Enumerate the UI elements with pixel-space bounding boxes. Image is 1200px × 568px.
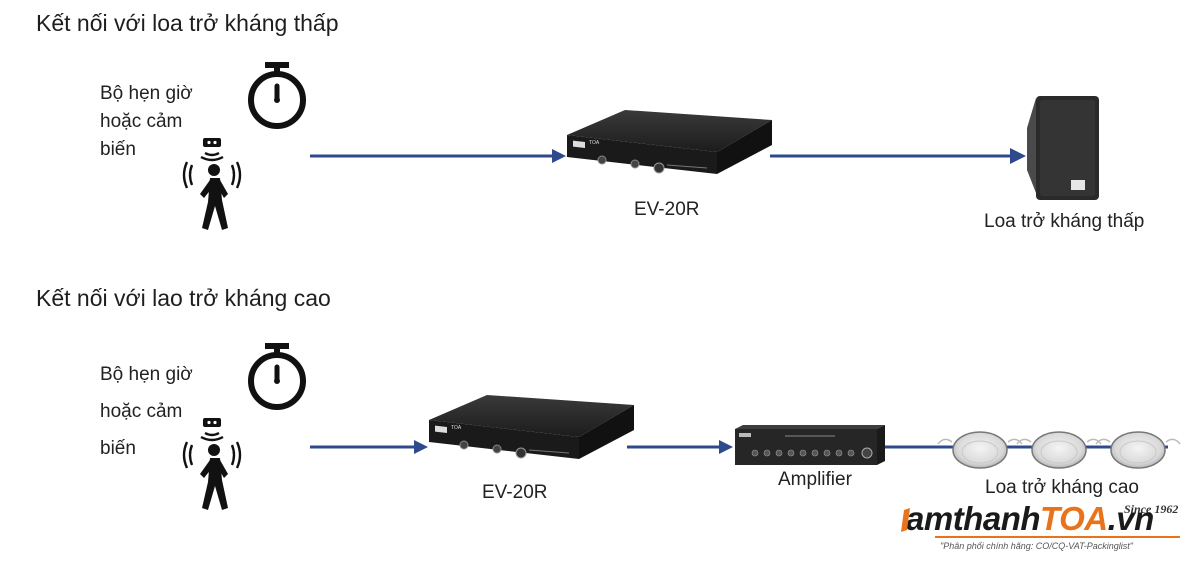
trigger-line-3: biến (100, 139, 136, 160)
trigger-line-1: Bộ hẹn giờ (100, 364, 193, 385)
device-brand-text: TOA (589, 140, 600, 146)
stopwatch-icon (248, 343, 306, 410)
trigger-line-3: biến (100, 438, 136, 459)
device-brand-text: TOA (451, 425, 462, 431)
motion-sensor-person-icon (182, 138, 242, 230)
arrow-trigger-to-device-high (310, 440, 428, 454)
brand-watermark: amthanhTOA.vn (906, 500, 1154, 538)
trigger-line-2: hoặc cảm (100, 111, 183, 132)
ceiling-speaker-icon (937, 431, 1023, 469)
brand-suffix: .vn (1107, 500, 1155, 537)
device-label-high: EV-20R (482, 482, 548, 503)
device-label-low: EV-20R (634, 199, 700, 220)
ceiling-speaker-icon (1016, 431, 1102, 469)
speaker-label-low: Loa trở kháng thấp (984, 211, 1145, 232)
motion-sensor-person-icon (182, 418, 242, 510)
arrow-device-to-amplifier (627, 440, 733, 454)
trigger-label-high: Bộ hẹn giờ hoặc cảm biến (100, 356, 193, 467)
brand-accent: TOA (1040, 500, 1108, 537)
arrow-device-to-speaker-low (770, 148, 1026, 164)
amplifier-icon (735, 425, 885, 465)
wall-speaker-icon (1027, 96, 1099, 200)
ev-20r-device-icon: TOA (567, 110, 772, 174)
ev-20r-device-icon: TOA (429, 395, 634, 459)
heading-high-impedance: Kết nối với lao trở kháng cao (36, 285, 331, 311)
trigger-line-2: hoặc cảm (100, 401, 183, 422)
trigger-label-low: Bộ hẹn giờ hoặc cảm biến (100, 80, 193, 164)
brand-accent-mark (901, 508, 1180, 538)
stopwatch-icon (248, 62, 306, 129)
heading-low-impedance: Kết nối với loa trở kháng thấp (36, 10, 339, 36)
ceiling-speaker-icon (1095, 431, 1181, 469)
amplifier-label: Amplifier (778, 469, 852, 490)
brand-since: Since 1962 (1124, 502, 1179, 516)
brand-prefix: amthanh (906, 500, 1041, 537)
speaker-label-high: Loa trở kháng cao (985, 477, 1140, 498)
brand-tagline: "Phân phối chính hãng: CO/CQ-VAT-Packing… (940, 541, 1133, 551)
arrow-trigger-to-device-low (310, 149, 566, 163)
trigger-line-1: Bộ hẹn giờ (100, 83, 193, 104)
